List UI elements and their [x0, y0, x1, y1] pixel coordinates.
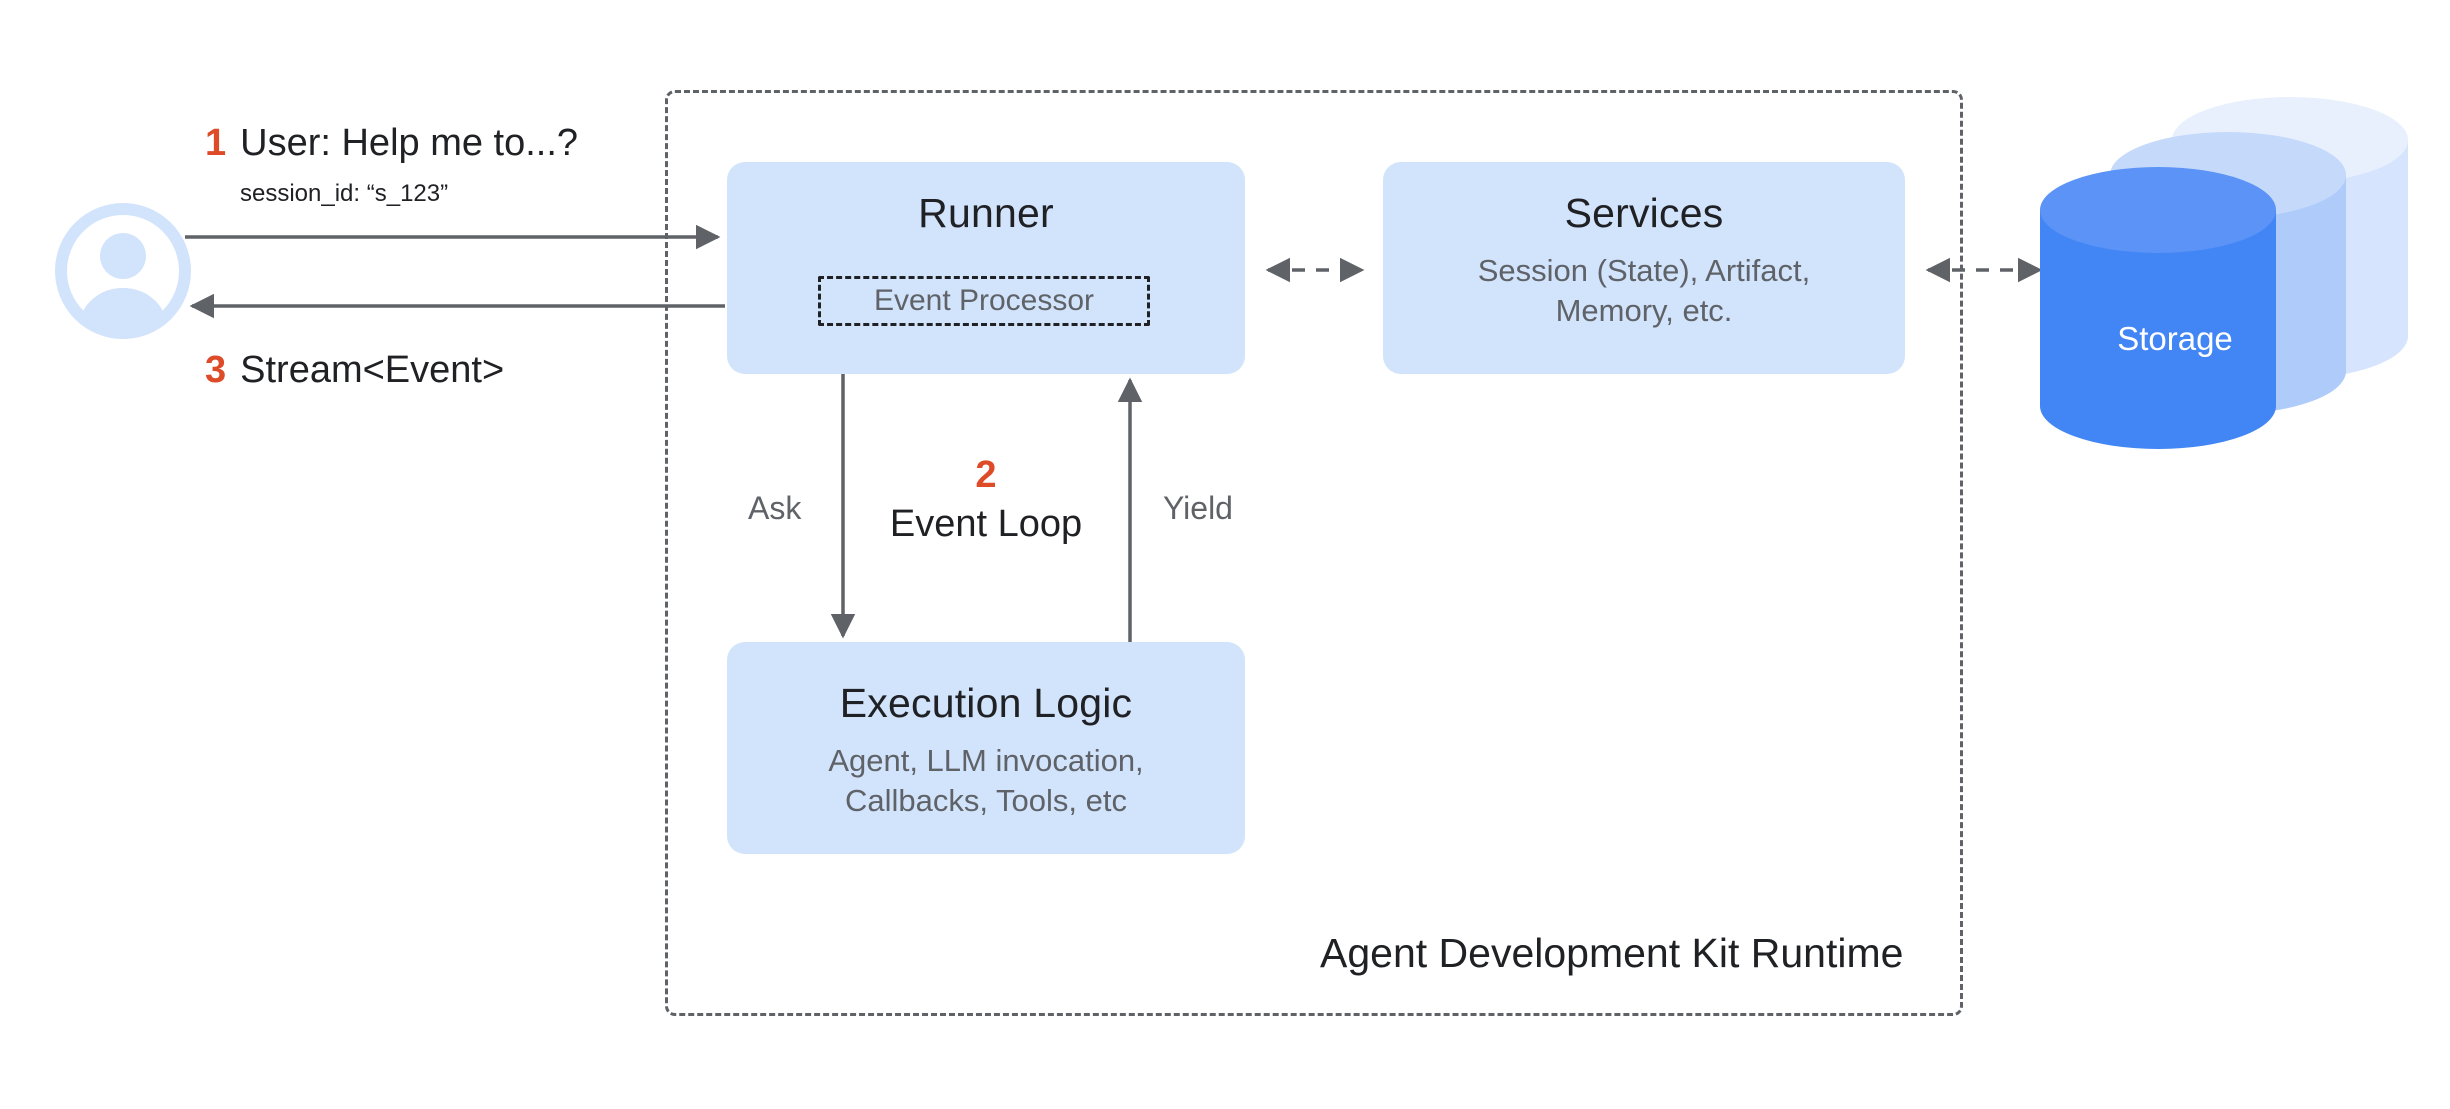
step-number-1: 1 — [205, 122, 227, 164]
adk-runtime-boundary — [665, 90, 1963, 1016]
ask-label: Ask — [748, 490, 802, 526]
execution-logic-title: Execution Logic — [839, 680, 1133, 726]
step-number-2: 2 — [975, 454, 997, 496]
user-request-session-id: session_id: “s_123” — [240, 180, 449, 207]
event-loop-label: Event Loop — [889, 502, 1083, 545]
runtime-title: Agent Development Kit Runtime — [1320, 930, 1904, 976]
user-response-text: Stream<Event> — [240, 349, 505, 391]
storage-label: Storage — [2117, 320, 2233, 357]
runner-title: Runner — [918, 190, 1054, 236]
execution-logic-node[interactable]: Execution Logic Agent, LLM invocation, C… — [727, 642, 1245, 854]
user-avatar-icon — [55, 203, 191, 339]
user-request-message: 1 User: Help me to...? — [205, 122, 578, 165]
event-processor-node[interactable]: Event Processor — [818, 276, 1150, 326]
execution-logic-subtitle: Agent, LLM invocation, Callbacks, Tools,… — [828, 743, 1144, 818]
services-title: Services — [1564, 190, 1724, 236]
runner-node[interactable]: Runner Event Processor — [727, 162, 1245, 374]
services-subtitle: Session (State), Artifact, Memory, etc. — [1477, 253, 1811, 328]
step-number-3: 3 — [205, 349, 227, 391]
storage-cylinder-icon — [2040, 97, 2408, 449]
yield-label: Yield — [1163, 490, 1233, 526]
event-loop-annotation: 2 Event Loop — [880, 454, 1092, 548]
event-processor-label: Event Processor — [873, 284, 1095, 317]
user-request-text: User: Help me to...? — [240, 122, 579, 164]
services-node[interactable]: Services Session (State), Artifact, Memo… — [1383, 162, 1905, 374]
user-response-message: 3 Stream<Event> — [205, 349, 504, 392]
